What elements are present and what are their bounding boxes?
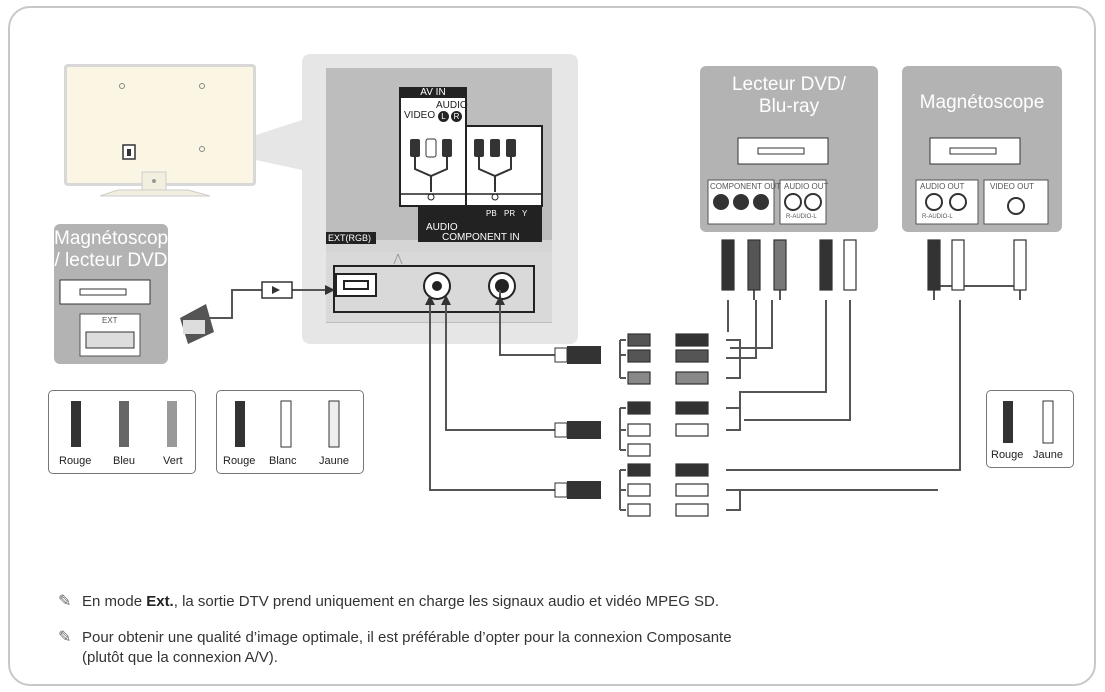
component-in-label: COMPONENT IN xyxy=(442,232,520,243)
legend-component: Rouge Bleu Vert xyxy=(48,390,196,474)
vcr-dvd-title-1: Magnétoscope xyxy=(54,228,179,249)
vcr-dvd-device-drawing xyxy=(59,279,151,357)
vcr-dvd-title-2: / lecteur DVD xyxy=(54,250,168,271)
av-r-badge: R xyxy=(451,111,462,122)
dvd-r-audio-l: R-AUDIO-L xyxy=(786,214,817,220)
note-1-prefix: En mode xyxy=(82,593,147,610)
tv-connector-panel: AV IN AUDIO VIDEO L R AUDIO PB PR Y COMP… xyxy=(302,54,578,344)
tv-back xyxy=(64,64,256,186)
vcr-audio-out-label: AUDIO OUT xyxy=(920,182,965,191)
legend-av-plugs xyxy=(235,400,340,448)
legend-component-plugs xyxy=(71,401,177,447)
legend-vcr: Rouge Jaune xyxy=(986,390,1074,468)
av-in-label: AV IN xyxy=(420,87,446,98)
ext-rgb-label: EXT(RGB) xyxy=(328,233,372,243)
component-pb-label: PB xyxy=(486,209,497,218)
legend-jaune-2: Jaune xyxy=(1033,449,1063,461)
tv-mounts xyxy=(119,83,205,160)
legend-bleu: Bleu xyxy=(113,455,136,467)
legend-blanc: Blanc xyxy=(269,455,297,467)
component-pr-label: PR xyxy=(504,209,516,218)
legend-vert: Vert xyxy=(163,455,183,467)
av-video-label: VIDEO xyxy=(404,110,436,121)
component-y-label: Y xyxy=(522,209,528,218)
av-audio-label: AUDIO xyxy=(436,100,468,111)
dvd-device-drawing xyxy=(707,137,829,225)
note-1-bold: Ext. xyxy=(146,593,174,610)
note-2-line-1: Pour obtenir une qualité d’image optimal… xyxy=(82,629,732,646)
dvd-title-2: Blu-ray xyxy=(758,96,820,117)
vcr-title: Magnétoscope xyxy=(919,92,1045,113)
pencil-icon: ✎ xyxy=(58,593,72,610)
legend-jaune: Jaune xyxy=(319,455,349,467)
note-2: ✎ Pour obtenir une qualité d’image optima… xyxy=(58,628,732,668)
legend-vcr-plugs xyxy=(1003,400,1054,444)
legend-rouge-2: Rouge xyxy=(223,455,256,467)
dvd-bluray-box: Lecteur DVD/ Blu-ray COMPONENT OUT AUDIO… xyxy=(700,66,878,232)
dvd-title-1: Lecteur DVD/ xyxy=(731,74,847,95)
component-audio-label: AUDIO xyxy=(426,222,458,233)
note-1-suffix: , la sortie DTV prend uniquement en char… xyxy=(173,593,720,610)
tv-panel-drawing xyxy=(326,68,552,323)
note-1: ✎ En mode Ext., la sortie DTV prend uniqu… xyxy=(58,592,719,612)
legend-av: Rouge Blanc Jaune xyxy=(216,390,364,474)
dvd-audio-out-label: AUDIO OUT xyxy=(784,182,829,191)
av-l-badge: L xyxy=(438,111,449,122)
note-2-line-2: (plutôt que la connexion A/V). xyxy=(82,649,278,666)
vcr-video-out-label: VIDEO OUT xyxy=(990,182,1035,191)
legend-rouge-3: Rouge xyxy=(991,449,1024,461)
pencil-icon: ✎ xyxy=(58,629,72,646)
legend-rouge: Rouge xyxy=(59,455,92,467)
vcr-box: Magnétoscope AUDIO OUT R-AUDIO-L VIDEO O… xyxy=(902,66,1062,232)
vcr-device-drawing xyxy=(915,137,1049,225)
component-out-label: COMPONENT OUT xyxy=(710,182,781,191)
vcr-dvd-box: Magnétoscope / lecteur DVD EXT xyxy=(54,224,179,364)
ext-label: EXT xyxy=(102,316,118,325)
vcr-r-audio-l: R-AUDIO-L xyxy=(922,214,953,220)
